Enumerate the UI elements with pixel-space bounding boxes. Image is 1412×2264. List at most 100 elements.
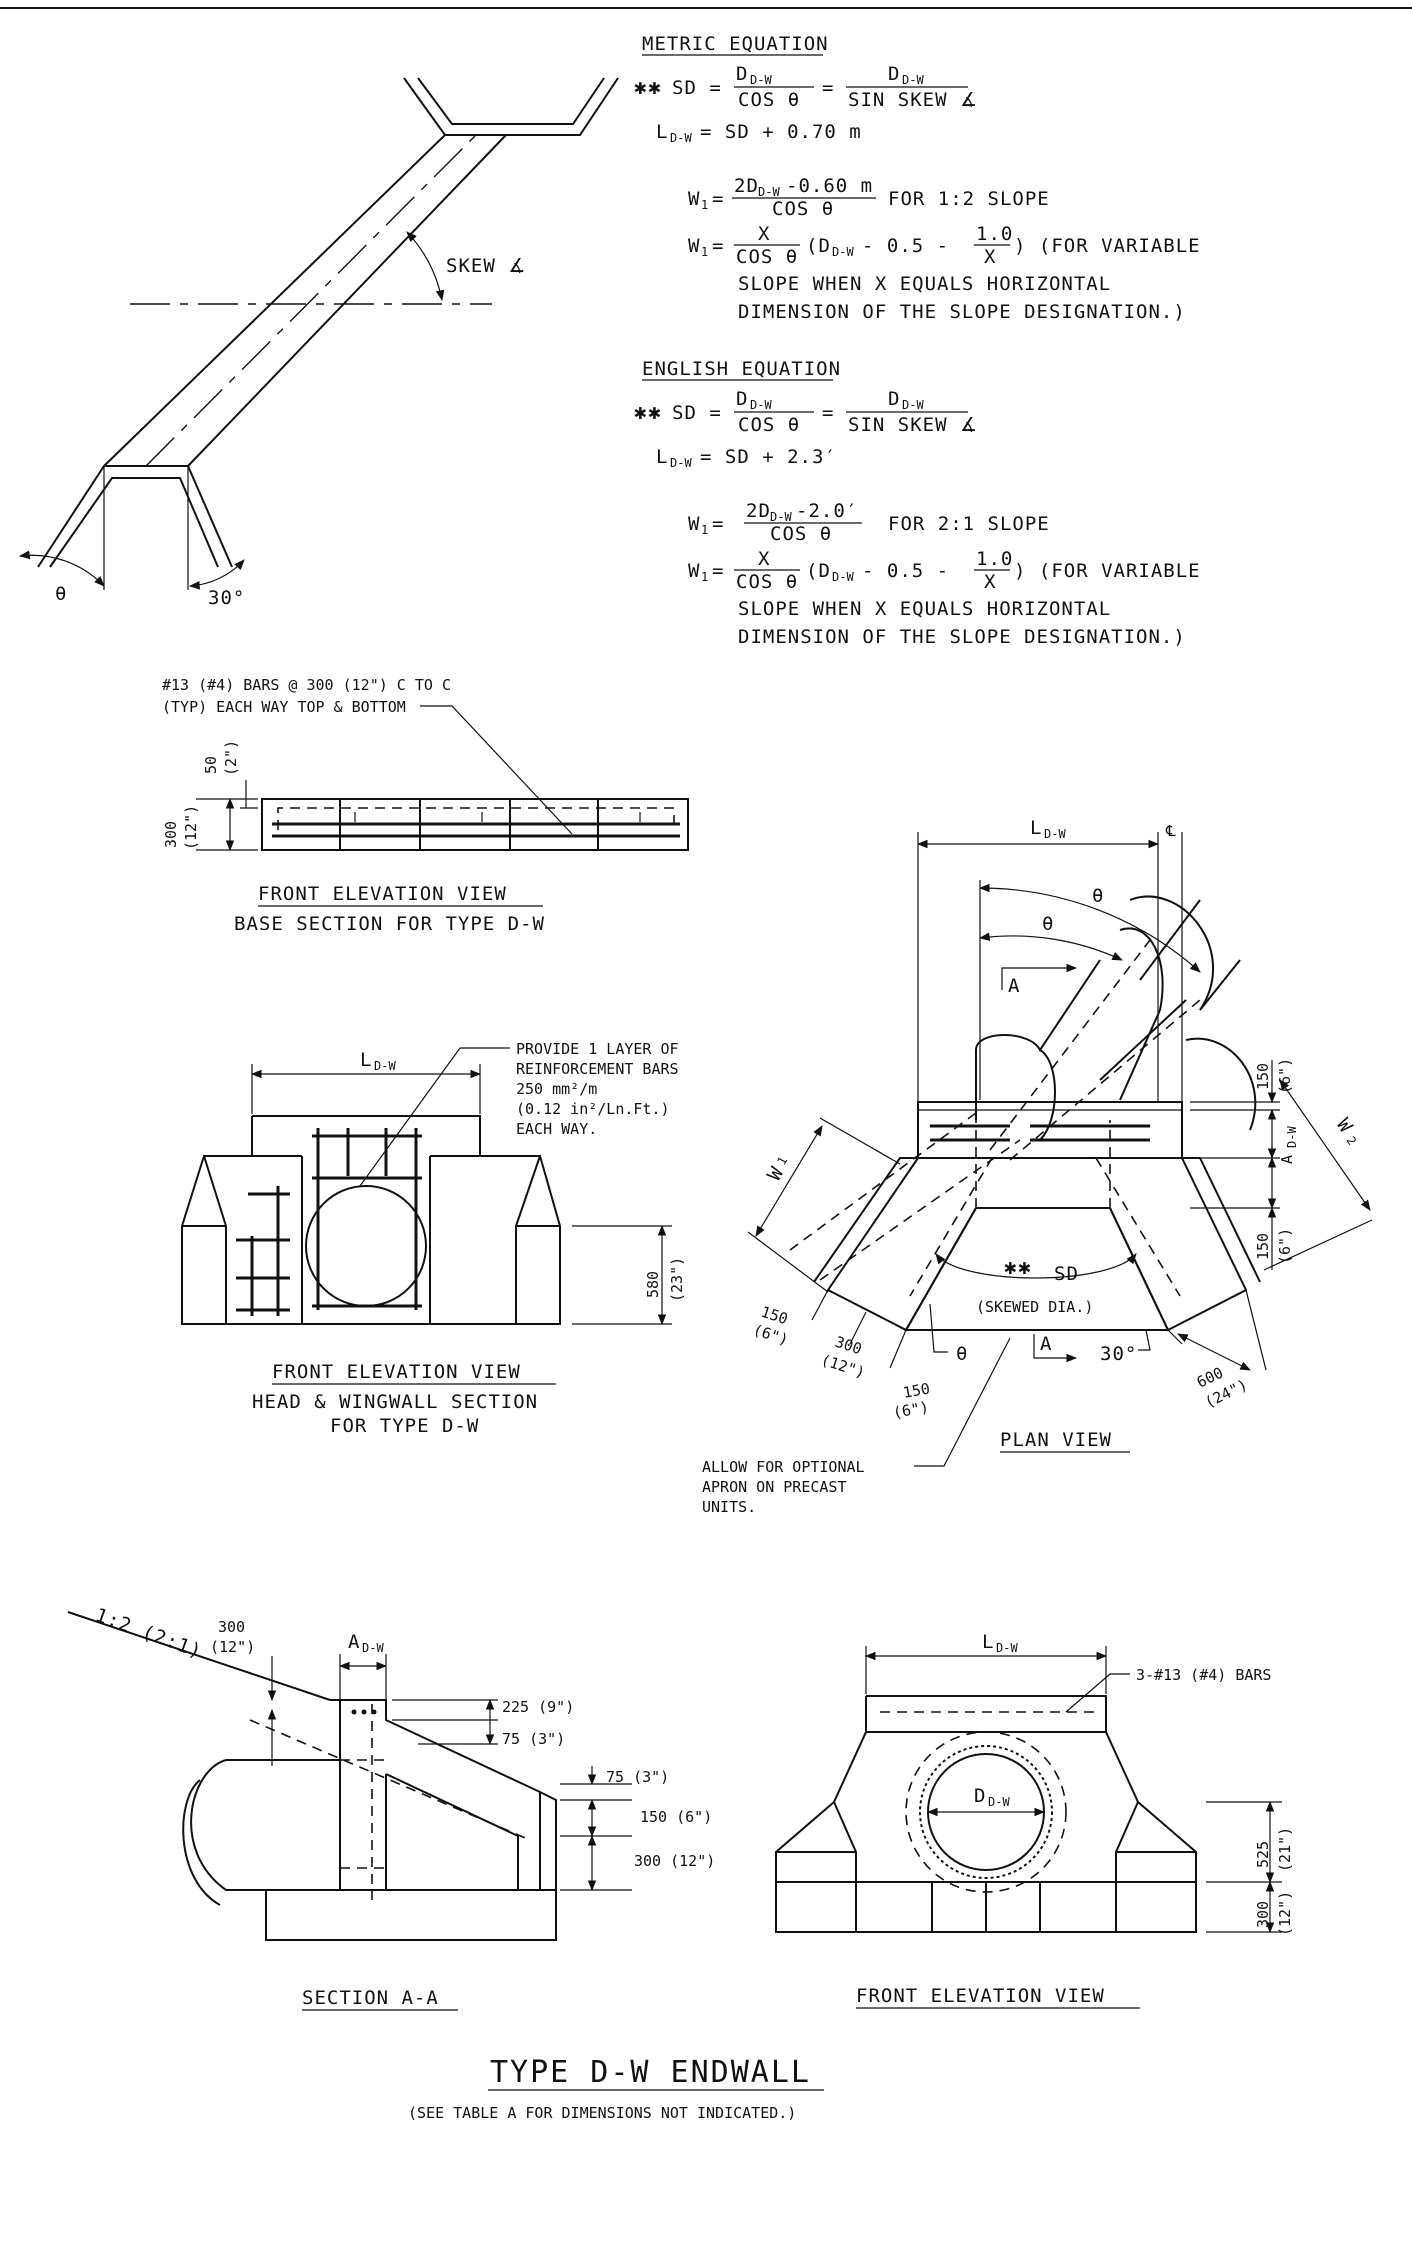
metric-heading: METRIC EQUATION [642,33,829,55]
front-elevation-title: FRONT ELEVATION VIEW [856,1985,1105,2007]
svg-text:50: 50 [202,756,220,774]
svg-text:(TYP) EACH WAY TOP & BOTTOM: (TYP) EACH WAY TOP & BOTTOM [162,698,406,716]
svg-text:REINFORCEMENT BARS: REINFORCEMENT BARS [516,1060,679,1078]
svg-text:1: 1 [701,198,708,212]
svg-text:=: = [712,235,724,257]
skew-angle-label: SKEW ∡ [446,255,526,277]
svg-text:(12"): (12") [1276,1891,1294,1936]
svg-text:A: A [1040,1333,1052,1355]
svg-text:1: 1 [701,570,708,584]
svg-text:θ: θ [1042,913,1054,935]
drawing-note: (SEE TABLE A FOR DIMENSIONS NOT INDICATE… [408,2104,796,2122]
svg-text:225 (9"): 225 (9") [502,1698,574,1716]
metric-stars: ✱✱ [634,75,662,99]
svg-text:2D: 2D [734,175,759,197]
svg-text:(2"): (2") [222,740,240,776]
svg-text:300: 300 [218,1618,245,1636]
svg-text:θ: θ [956,1343,968,1365]
svg-text:1.0: 1.0 [976,223,1013,245]
svg-text:30°: 30° [1100,1343,1137,1365]
svg-text:SIN SKEW ∡: SIN SKEW ∡ [848,414,978,436]
svg-text:=: = [712,560,724,582]
svg-text:X: X [758,223,770,245]
svg-text:X: X [984,246,996,268]
svg-text:DIMENSION OF THE SLOPE DESIGNA: DIMENSION OF THE SLOPE DESIGNATION.) [738,626,1186,648]
svg-text:(6"): (6") [1276,1228,1294,1264]
svg-text:75 (3"): 75 (3") [606,1768,669,1786]
svg-text:(D: (D [806,235,831,257]
svg-text:D-W: D-W [750,398,772,412]
svg-text:1: 1 [701,523,708,537]
svg-text:525: 525 [1254,1841,1272,1868]
svg-text:COS θ: COS θ [772,198,834,220]
svg-text:SD =: SD = [672,77,722,99]
english-stars: ✱✱ [634,400,662,424]
base-section-view: #13 (#4) BARS @ 300 (12") C TO C (TYP) E… [162,676,689,935]
plan-view-title: PLAN VIEW [1000,1429,1112,1451]
svg-text:1: 1 [774,1154,790,1167]
svg-text:X: X [984,571,996,593]
svg-text:L: L [656,121,668,143]
svg-text:DIMENSION OF THE SLOPE DESIGNA: DIMENSION OF THE SLOPE DESIGNATION.) [738,301,1186,323]
svg-text:- 0.5 -: - 0.5 - [862,235,949,257]
svg-text:D-W: D-W [832,245,854,259]
svg-text:SD: SD [1054,1263,1079,1285]
svg-text:150 (6"): 150 (6") [640,1808,712,1826]
front-elevation-view: L D-W 3-#13 (#4) BARS D D-W 525 (21") 30… [775,1631,1294,2009]
english-equations: ENGLISH EQUATION ✱✱ SD = D D-W COS θ = D… [634,358,1201,648]
svg-text:75 (3"): 75 (3") [502,1730,565,1748]
svg-text:D-W: D-W [758,185,780,199]
svg-text:(23"): (23") [668,1257,686,1302]
english-heading: ENGLISH EQUATION [642,358,841,380]
svg-text:SLOPE WHEN X EQUALS HORIZONTAL: SLOPE WHEN X EQUALS HORIZONTAL [738,273,1111,295]
section-a-a-view: 1:2 (2:1) 300 (12") A D-W [67,1604,715,2011]
svg-text:D-W: D-W [988,1795,1010,1809]
svg-text:SIN SKEW ∡: SIN SKEW ∡ [848,89,978,111]
svg-text:W: W [1332,1114,1357,1137]
svg-text:150: 150 [902,1380,932,1402]
svg-text:(21"): (21") [1276,1827,1294,1872]
svg-text:θ: θ [1092,885,1104,907]
svg-text:= SD + 0.70 m: = SD + 0.70 m [700,121,862,143]
svg-text:℄: ℄ [1165,822,1176,840]
svg-text:=: = [822,77,834,99]
svg-text:300: 300 [162,821,180,848]
svg-text:(SKEWED DIA.): (SKEWED DIA.) [976,1298,1093,1316]
svg-text:D-W: D-W [374,1059,396,1073]
svg-text:250 mm²/m: 250 mm²/m [516,1080,597,1098]
svg-text:A: A [1278,1155,1296,1164]
svg-text:) (FOR VARIABLE: ) (FOR VARIABLE [1014,560,1201,582]
svg-text:D: D [888,388,900,410]
svg-text:FOR 1:2 SLOPE: FOR 1:2 SLOPE [888,188,1050,210]
svg-text:D-W: D-W [670,131,692,145]
svg-text:1: 1 [701,245,708,259]
svg-text:L: L [1030,817,1042,839]
svg-text:UNITS.: UNITS. [702,1498,756,1516]
svg-text:W: W [688,188,700,210]
svg-text:=: = [712,188,724,210]
svg-text:D-W: D-W [996,1641,1018,1655]
svg-text:D-W: D-W [902,398,924,412]
svg-text:1.0: 1.0 [976,548,1013,570]
svg-text:L: L [656,446,668,468]
head-section-title: FRONT ELEVATION VIEW [272,1361,521,1383]
svg-text:(6"): (6") [1276,1058,1294,1094]
svg-text:L: L [360,1049,372,1071]
theta-angle-label: θ [55,583,67,605]
svg-text:APRON ON PRECAST: APRON ON PRECAST [702,1478,847,1496]
svg-text:PROVIDE 1 LAYER OF: PROVIDE 1 LAYER OF [516,1040,679,1058]
svg-text:A: A [348,1631,360,1653]
svg-text:D: D [974,1785,986,1807]
svg-text:FOR 2:1 SLOPE: FOR 2:1 SLOPE [888,513,1050,535]
svg-text:COS θ: COS θ [738,89,800,111]
skew-diagram: SKEW ∡ θ 30° [18,77,619,609]
svg-text:A: A [1008,975,1020,997]
svg-text:W: W [688,513,700,535]
svg-text:EACH WAY.: EACH WAY. [516,1120,597,1138]
svg-text:150: 150 [1254,1233,1272,1260]
svg-text:) (FOR VARIABLE: ) (FOR VARIABLE [1014,235,1201,257]
svg-text:BASE SECTION FOR TYPE D-W: BASE SECTION FOR TYPE D-W [234,913,545,935]
svg-text:COS θ: COS θ [738,414,800,436]
svg-text:-0.60 m: -0.60 m [786,175,873,197]
